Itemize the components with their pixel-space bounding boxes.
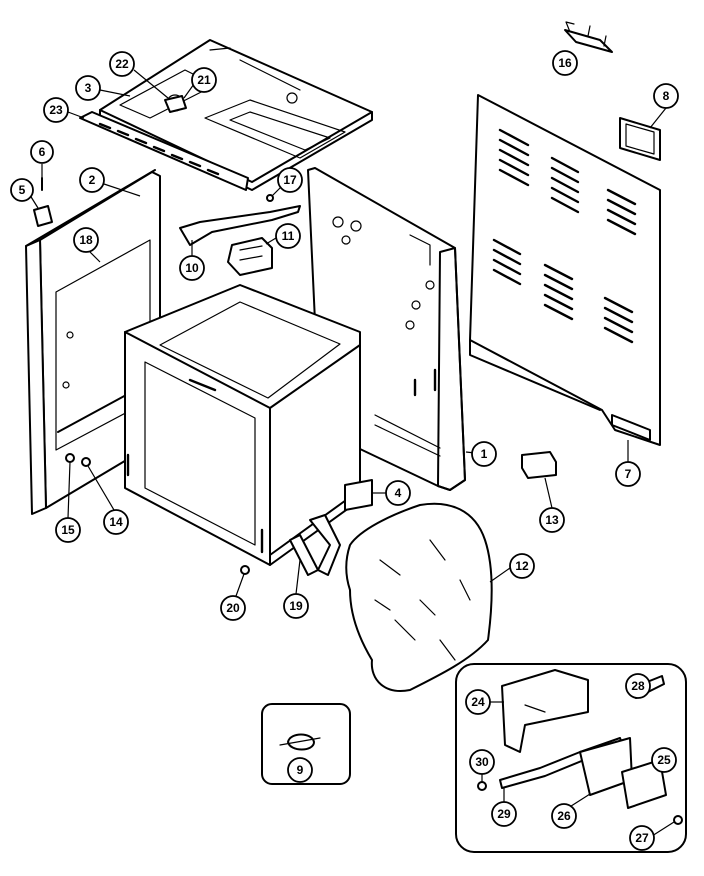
left-front-frame	[25, 169, 156, 515]
part-4-block	[344, 479, 373, 511]
svg-text:19: 19	[289, 599, 303, 613]
part-20-screw	[240, 565, 250, 575]
part-16-clips	[564, 21, 613, 53]
part-19-hinge	[289, 514, 341, 576]
callout-19: 19	[283, 559, 309, 619]
callout-2: 2	[79, 167, 141, 197]
part-14-15-screws	[65, 453, 91, 467]
svg-text:7: 7	[625, 467, 632, 481]
svg-text:20: 20	[226, 601, 240, 615]
svg-text:16: 16	[558, 56, 572, 70]
callout-22: 22	[109, 51, 169, 99]
callout-29: 29	[491, 788, 517, 827]
callout-11: 11	[265, 223, 301, 249]
callout-4: 4	[372, 480, 411, 506]
part-7-bracket	[611, 414, 651, 441]
svg-text:11: 11	[282, 229, 295, 243]
callout-21: 21	[183, 67, 217, 99]
callout-5: 5	[10, 178, 39, 209]
callout-27: 27	[629, 821, 675, 851]
callout-23: 23	[43, 97, 85, 123]
callout-26: 26	[551, 793, 591, 829]
callout-7: 7	[615, 440, 641, 487]
callout-20: 20	[220, 573, 246, 621]
callout-30: 30	[469, 749, 495, 782]
callout-1: 1	[465, 441, 497, 467]
callout-24: 24	[465, 689, 504, 715]
svg-text:10: 10	[185, 261, 199, 275]
oven-cavity	[124, 284, 361, 566]
part-8-bracket	[619, 117, 661, 161]
front-trim-strip	[79, 111, 249, 191]
svg-text:22: 22	[115, 57, 129, 71]
svg-text:25: 25	[657, 753, 671, 767]
svg-text:17: 17	[283, 173, 297, 187]
callouts: 1 2 3 4 5 6 7	[10, 50, 679, 851]
callout-25: 25	[651, 747, 677, 773]
callout-28: 28	[625, 673, 651, 699]
callout-12: 12	[489, 553, 535, 583]
callout-16: 16	[552, 50, 578, 76]
svg-text:14: 14	[109, 515, 123, 529]
svg-text:1: 1	[481, 447, 488, 461]
svg-text:28: 28	[631, 679, 645, 693]
callout-9: 9	[287, 757, 313, 783]
callout-18: 18	[73, 227, 101, 263]
callout-15: 15	[55, 461, 81, 543]
inset-box-door-lock	[455, 663, 687, 853]
svg-text:9: 9	[297, 763, 304, 777]
top-panel	[99, 39, 373, 191]
insulation-blanket	[345, 502, 493, 692]
inset-box-part-9	[261, 703, 351, 785]
callout-8: 8	[649, 83, 679, 129]
callout-13: 13	[539, 477, 565, 533]
callout-17: 17	[271, 167, 303, 197]
rear-panel	[469, 94, 661, 446]
callout-3: 3	[75, 75, 131, 101]
svg-text:8: 8	[663, 89, 670, 103]
svg-text:26: 26	[557, 809, 571, 823]
svg-text:6: 6	[39, 145, 46, 159]
callout-10: 10	[179, 240, 205, 281]
part-17-screw	[266, 194, 274, 202]
svg-text:30: 30	[475, 755, 489, 769]
svg-text:24: 24	[471, 695, 485, 709]
part-5-knob	[33, 205, 53, 227]
svg-text:21: 21	[197, 73, 211, 87]
part-11-latch	[227, 237, 273, 276]
svg-text:2: 2	[89, 173, 96, 187]
svg-text:12: 12	[515, 559, 529, 573]
part-21-22-thermostat	[164, 95, 187, 113]
svg-text:15: 15	[61, 523, 75, 537]
svg-text:18: 18	[79, 233, 93, 247]
part-10-lever	[179, 205, 301, 246]
callout-6: 6	[30, 140, 54, 178]
svg-text:4: 4	[395, 486, 402, 500]
svg-text:23: 23	[49, 103, 63, 117]
svg-text:29: 29	[497, 807, 511, 821]
svg-text:5: 5	[19, 183, 26, 197]
callout-14: 14	[87, 465, 129, 535]
svg-text:3: 3	[85, 81, 92, 95]
svg-text:27: 27	[635, 831, 649, 845]
svg-text:13: 13	[545, 513, 559, 527]
part-13-clip	[521, 451, 557, 479]
